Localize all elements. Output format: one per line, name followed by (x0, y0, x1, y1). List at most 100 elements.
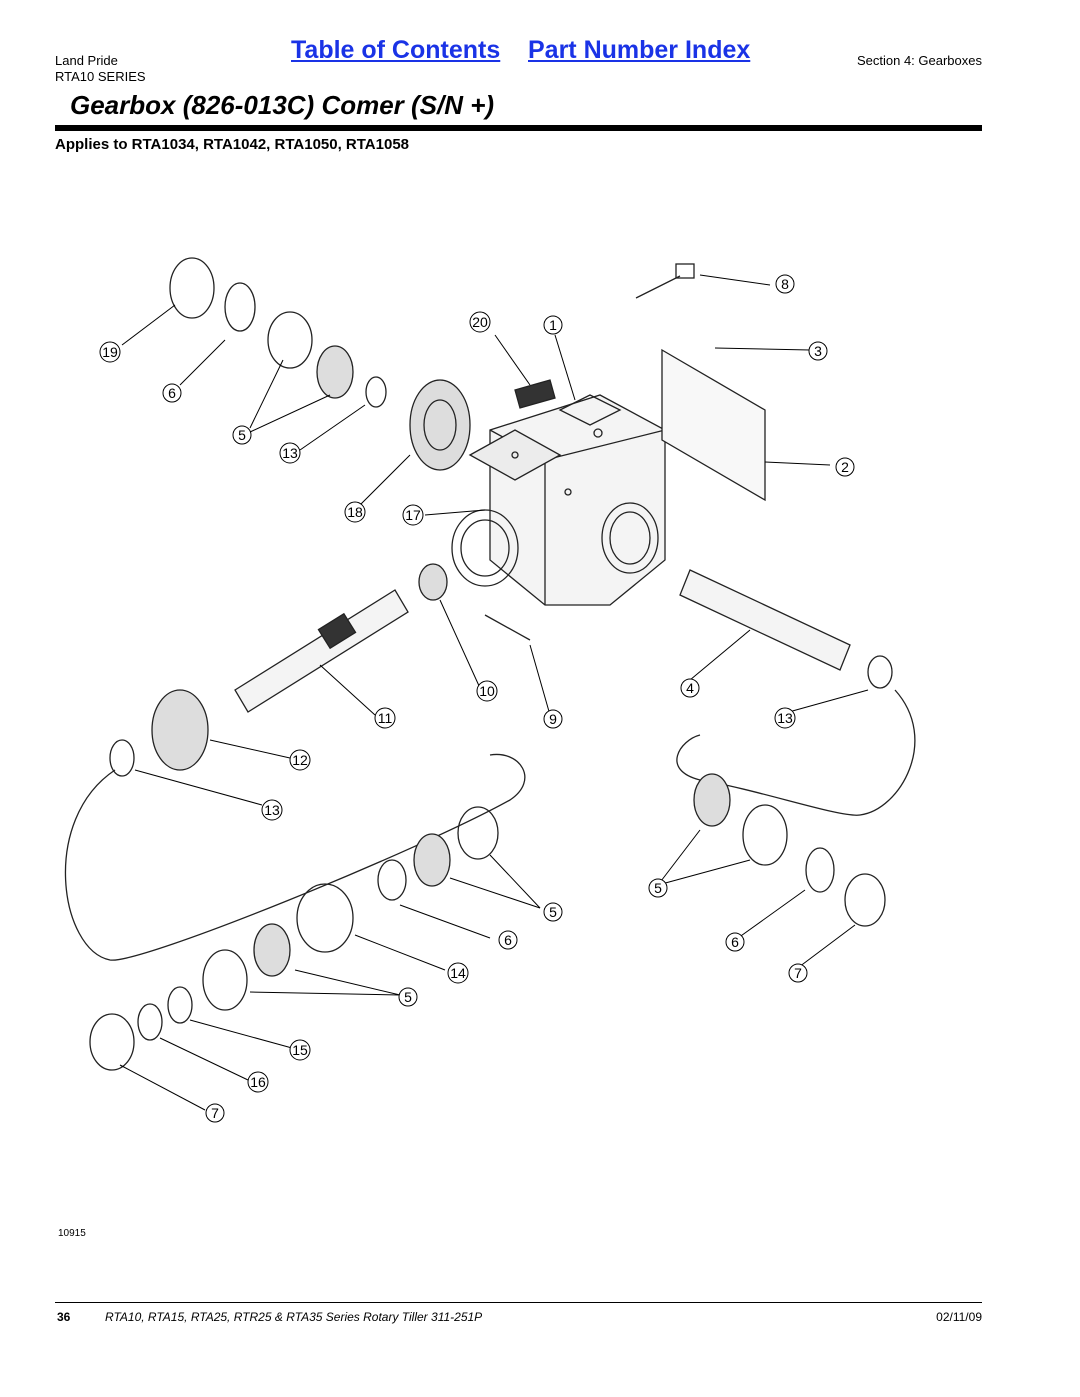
callout-5: 5 (398, 987, 418, 1007)
leader-lines (119, 274, 869, 1111)
snap-ring (377, 859, 407, 901)
series-name: RTA10 SERIES (55, 69, 146, 84)
slotted-nut (418, 563, 448, 601)
svg-text:13: 13 (264, 802, 280, 818)
svg-text:6: 6 (731, 934, 739, 950)
svg-text:6: 6 (168, 385, 176, 401)
output-shaft (679, 569, 851, 671)
svg-text:20: 20 (472, 314, 488, 330)
svg-text:11: 11 (378, 710, 393, 726)
callout-20: 20 (469, 311, 491, 333)
callout-17: 17 (402, 504, 424, 526)
callout-8: 8 (775, 274, 795, 294)
gearbox-housing (451, 394, 666, 606)
svg-text:17: 17 (405, 507, 421, 523)
callout-14: 14 (447, 962, 469, 984)
callout-6: 6 (498, 930, 518, 950)
applies-to-text: Applies to RTA1034, RTA1042, RTA1050, RT… (55, 136, 410, 153)
callout-12: 12 (289, 749, 311, 771)
callout-5: 5 (543, 902, 563, 922)
callout-5: 5 (232, 425, 252, 445)
cotter-pin (484, 614, 531, 641)
callout-7: 7 (205, 1103, 225, 1123)
svg-text:5: 5 (549, 904, 557, 920)
part-number-index-link[interactable]: Part Number Index (528, 36, 751, 64)
shim (167, 986, 193, 1024)
callout-6: 6 (162, 383, 182, 403)
callout-19: 19 (99, 341, 121, 363)
svg-text:8: 8 (781, 276, 789, 292)
title-divider (55, 125, 982, 131)
brand-name: Land Pride (55, 53, 118, 68)
callout-7: 7 (788, 963, 808, 983)
spur-gear (151, 689, 209, 771)
cover-plate (661, 348, 766, 502)
callout-3: 3 (808, 341, 828, 361)
snap-ring (224, 282, 256, 332)
svg-text:4: 4 (686, 680, 694, 696)
svg-text:16: 16 (250, 1074, 266, 1090)
spacer (296, 883, 354, 953)
snap-ring (867, 655, 893, 689)
figure-id: 10915 (58, 1228, 86, 1239)
svg-text:5: 5 (404, 989, 412, 1005)
manual-title: RTA10, RTA15, RTA25, RTR25 & RTA35 Serie… (105, 1310, 483, 1324)
tapered-bearing (253, 923, 291, 977)
shim (365, 376, 387, 408)
callout-15: 15 (289, 1039, 311, 1061)
svg-text:13: 13 (777, 710, 793, 726)
tapered-bearing (413, 833, 451, 887)
page-title: Gearbox (826-013C) Comer (S/N +) (70, 90, 495, 120)
callout-18: 18 (344, 501, 366, 523)
footer-date: 02/11/09 (936, 1310, 982, 1324)
callout-10: 10 (476, 680, 498, 702)
snap-ring (109, 739, 135, 777)
svg-text:19: 19 (102, 344, 118, 360)
tapered-bearing (693, 773, 731, 827)
callout-11: 11 (374, 707, 396, 729)
bevel-gear (409, 379, 471, 471)
callout-13: 13 (261, 799, 283, 821)
svg-text:9: 9 (549, 711, 557, 727)
input-shaft (234, 589, 409, 713)
svg-text:6: 6 (504, 932, 512, 948)
bearing-race (267, 311, 313, 369)
svg-text:18: 18 (347, 504, 363, 520)
bearing-cup (202, 949, 248, 1011)
svg-text:14: 14 (450, 965, 466, 981)
footer-divider (55, 1302, 982, 1303)
subassembly-loop (64, 753, 526, 961)
tapered-bearing (316, 345, 354, 399)
callout-5: 5 (648, 878, 668, 898)
svg-text:7: 7 (794, 965, 802, 981)
oil-seal (89, 1013, 135, 1071)
callout-1: 1 (543, 315, 563, 335)
svg-text:13: 13 (282, 445, 298, 461)
svg-text:1: 1 (549, 317, 557, 333)
page-number: 36 (57, 1310, 71, 1324)
oil-seal (844, 873, 886, 927)
table-of-contents-link[interactable]: Table of Contents (291, 36, 501, 64)
svg-text:2: 2 (841, 459, 849, 475)
bearing-cup (742, 804, 788, 866)
svg-text:7: 7 (211, 1105, 219, 1121)
callout-4: 4 (680, 678, 700, 698)
callout-6: 6 (725, 932, 745, 952)
svg-text:12: 12 (292, 752, 308, 768)
svg-text:15: 15 (292, 1042, 308, 1058)
snap-ring (805, 847, 835, 893)
decal (514, 379, 556, 409)
subassembly-loop (676, 689, 916, 816)
callout-13: 13 (279, 442, 301, 464)
callout-16: 16 (247, 1071, 269, 1093)
svg-text:3: 3 (814, 343, 822, 359)
svg-text:10: 10 (479, 683, 495, 699)
callout-13: 13 (774, 707, 796, 729)
callout-2: 2 (835, 457, 855, 477)
snap-ring (137, 1003, 163, 1041)
bearing-cup (169, 257, 215, 319)
section-label: Section 4: Gearboxes (856, 53, 982, 68)
svg-text:5: 5 (654, 880, 662, 896)
